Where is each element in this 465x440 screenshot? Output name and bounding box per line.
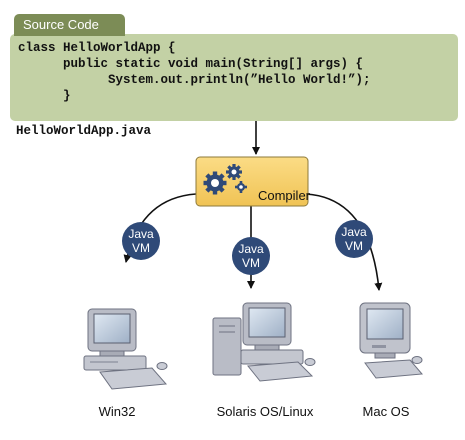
- code-line: }: [18, 89, 71, 103]
- java-vm-label: VM: [132, 241, 150, 255]
- gears-icon: [203, 164, 247, 195]
- java-vm-node-win32: Java VM: [122, 222, 160, 260]
- source-filename: HelloWorldApp.java: [16, 124, 152, 138]
- java-vm-label: Java: [128, 227, 154, 241]
- solaris-linux-computer-icon: [212, 302, 316, 382]
- macos-computer-icon: [359, 302, 424, 379]
- source-code-tab: Source Code: [14, 14, 125, 36]
- compiler-label: Compiler: [258, 188, 311, 203]
- java-vm-label: Java: [238, 242, 264, 256]
- code-line: System.out.println(”Hello World!”);: [18, 73, 371, 87]
- java-vm-label: Java: [341, 225, 367, 239]
- java-vm-label: VM: [345, 239, 363, 253]
- compiler-box: Compiler: [195, 156, 311, 207]
- java-vm-label: VM: [242, 256, 260, 270]
- source-code-panel: [10, 34, 458, 121]
- platform-label-win32: Win32: [98, 404, 136, 419]
- java-vm-node-solaris: Java VM: [232, 237, 270, 275]
- java-vm-node-macos: Java VM: [335, 220, 373, 258]
- code-line: public static void main(String[] args) {: [18, 57, 364, 71]
- platform-label-solaris-linux: Solaris OS/Linux: [216, 404, 314, 419]
- code-line: class HelloWorldApp {: [18, 41, 176, 55]
- platform-label-macos: Mac OS: [362, 404, 410, 419]
- source-code-block: class HelloWorldApp { public static void…: [18, 40, 371, 104]
- win32-computer-icon: [83, 308, 168, 390]
